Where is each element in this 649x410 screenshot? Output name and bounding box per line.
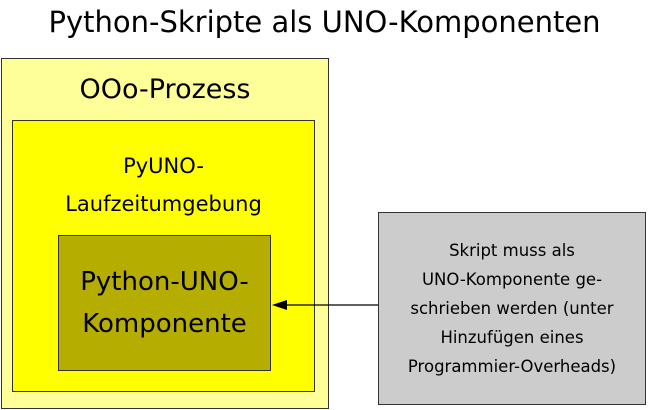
component-label-line-2: Komponente bbox=[82, 309, 247, 339]
runtime-label: PyUNO- Laufzeitumgebung bbox=[13, 147, 314, 223]
note-box: Skript muss als UNO-Komponente ge- schri… bbox=[378, 212, 646, 405]
runtime-label-line-2: Laufzeitumgebung bbox=[65, 192, 262, 216]
note-line-4: Hinzufügen eines bbox=[440, 328, 584, 347]
note-line-5: Programmier-Overheads) bbox=[407, 357, 617, 376]
note-line-3: schrieben werden (unter bbox=[410, 299, 614, 318]
component-box: Python-UNO- Komponente bbox=[58, 235, 271, 371]
component-label-line-1: Python-UNO- bbox=[80, 267, 249, 297]
runtime-label-line-1: PyUNO- bbox=[123, 154, 204, 178]
diagram-title: Python-Skripte als UNO-Komponenten bbox=[48, 5, 601, 39]
note-line-2: UNO-Komponente ge- bbox=[421, 270, 603, 289]
note-line-1: Skript muss als bbox=[449, 241, 575, 260]
process-label: OOo-Prozess bbox=[79, 74, 251, 105]
